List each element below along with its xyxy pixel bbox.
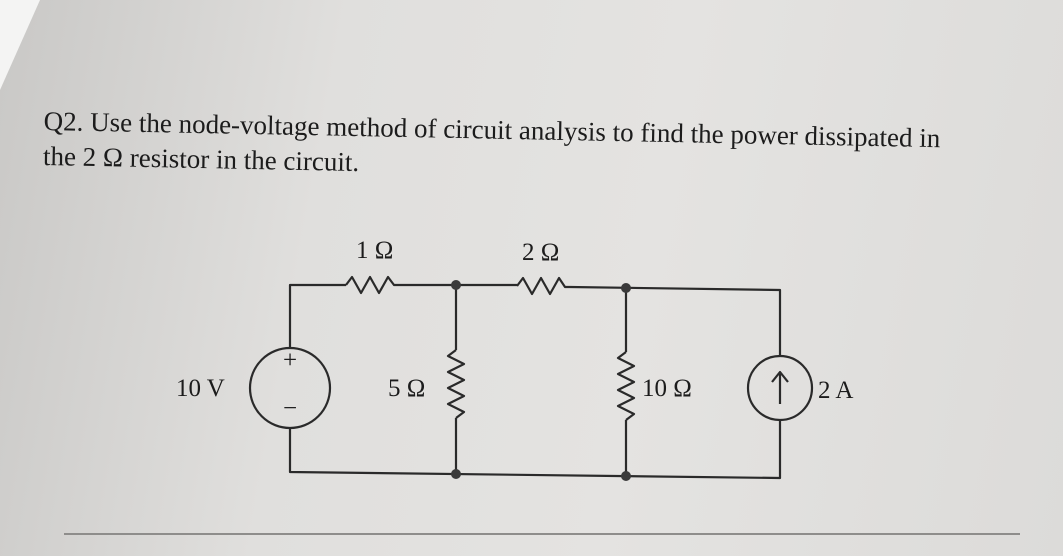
- wire-bottom: [288, 420, 782, 480]
- answer-line: [64, 533, 1020, 535]
- label-2-ohm: 2 Ω: [522, 239, 559, 266]
- label-5-ohm: 5 Ω: [388, 375, 425, 402]
- paper-corner: [0, 0, 40, 90]
- label-10-volts: 10 V: [176, 375, 225, 402]
- resistor-2-ohm: [516, 276, 570, 296]
- node-top-b: [621, 283, 631, 293]
- source-plus-sign: +: [283, 347, 297, 374]
- source-minus-sign: −: [283, 395, 297, 422]
- voltage-source-circle: [248, 346, 332, 430]
- wire-top-right: [569, 285, 782, 356]
- current-arrow-icon: [771, 370, 789, 404]
- label-1-ohm: 1 Ω: [356, 237, 393, 264]
- label-10-ohm: 10 Ω: [642, 375, 692, 402]
- node-top-a: [451, 280, 461, 290]
- current-source-circle: [746, 354, 814, 422]
- resistor-5-ohm: [446, 349, 466, 419]
- resistor-10-ohm: [616, 351, 636, 421]
- label-2-amps: 2 A: [818, 377, 853, 404]
- node-bottom-b: [621, 471, 631, 481]
- node-bottom-a: [451, 469, 461, 479]
- wire-top-left: [288, 283, 346, 348]
- resistor-1-ohm: [345, 275, 400, 295]
